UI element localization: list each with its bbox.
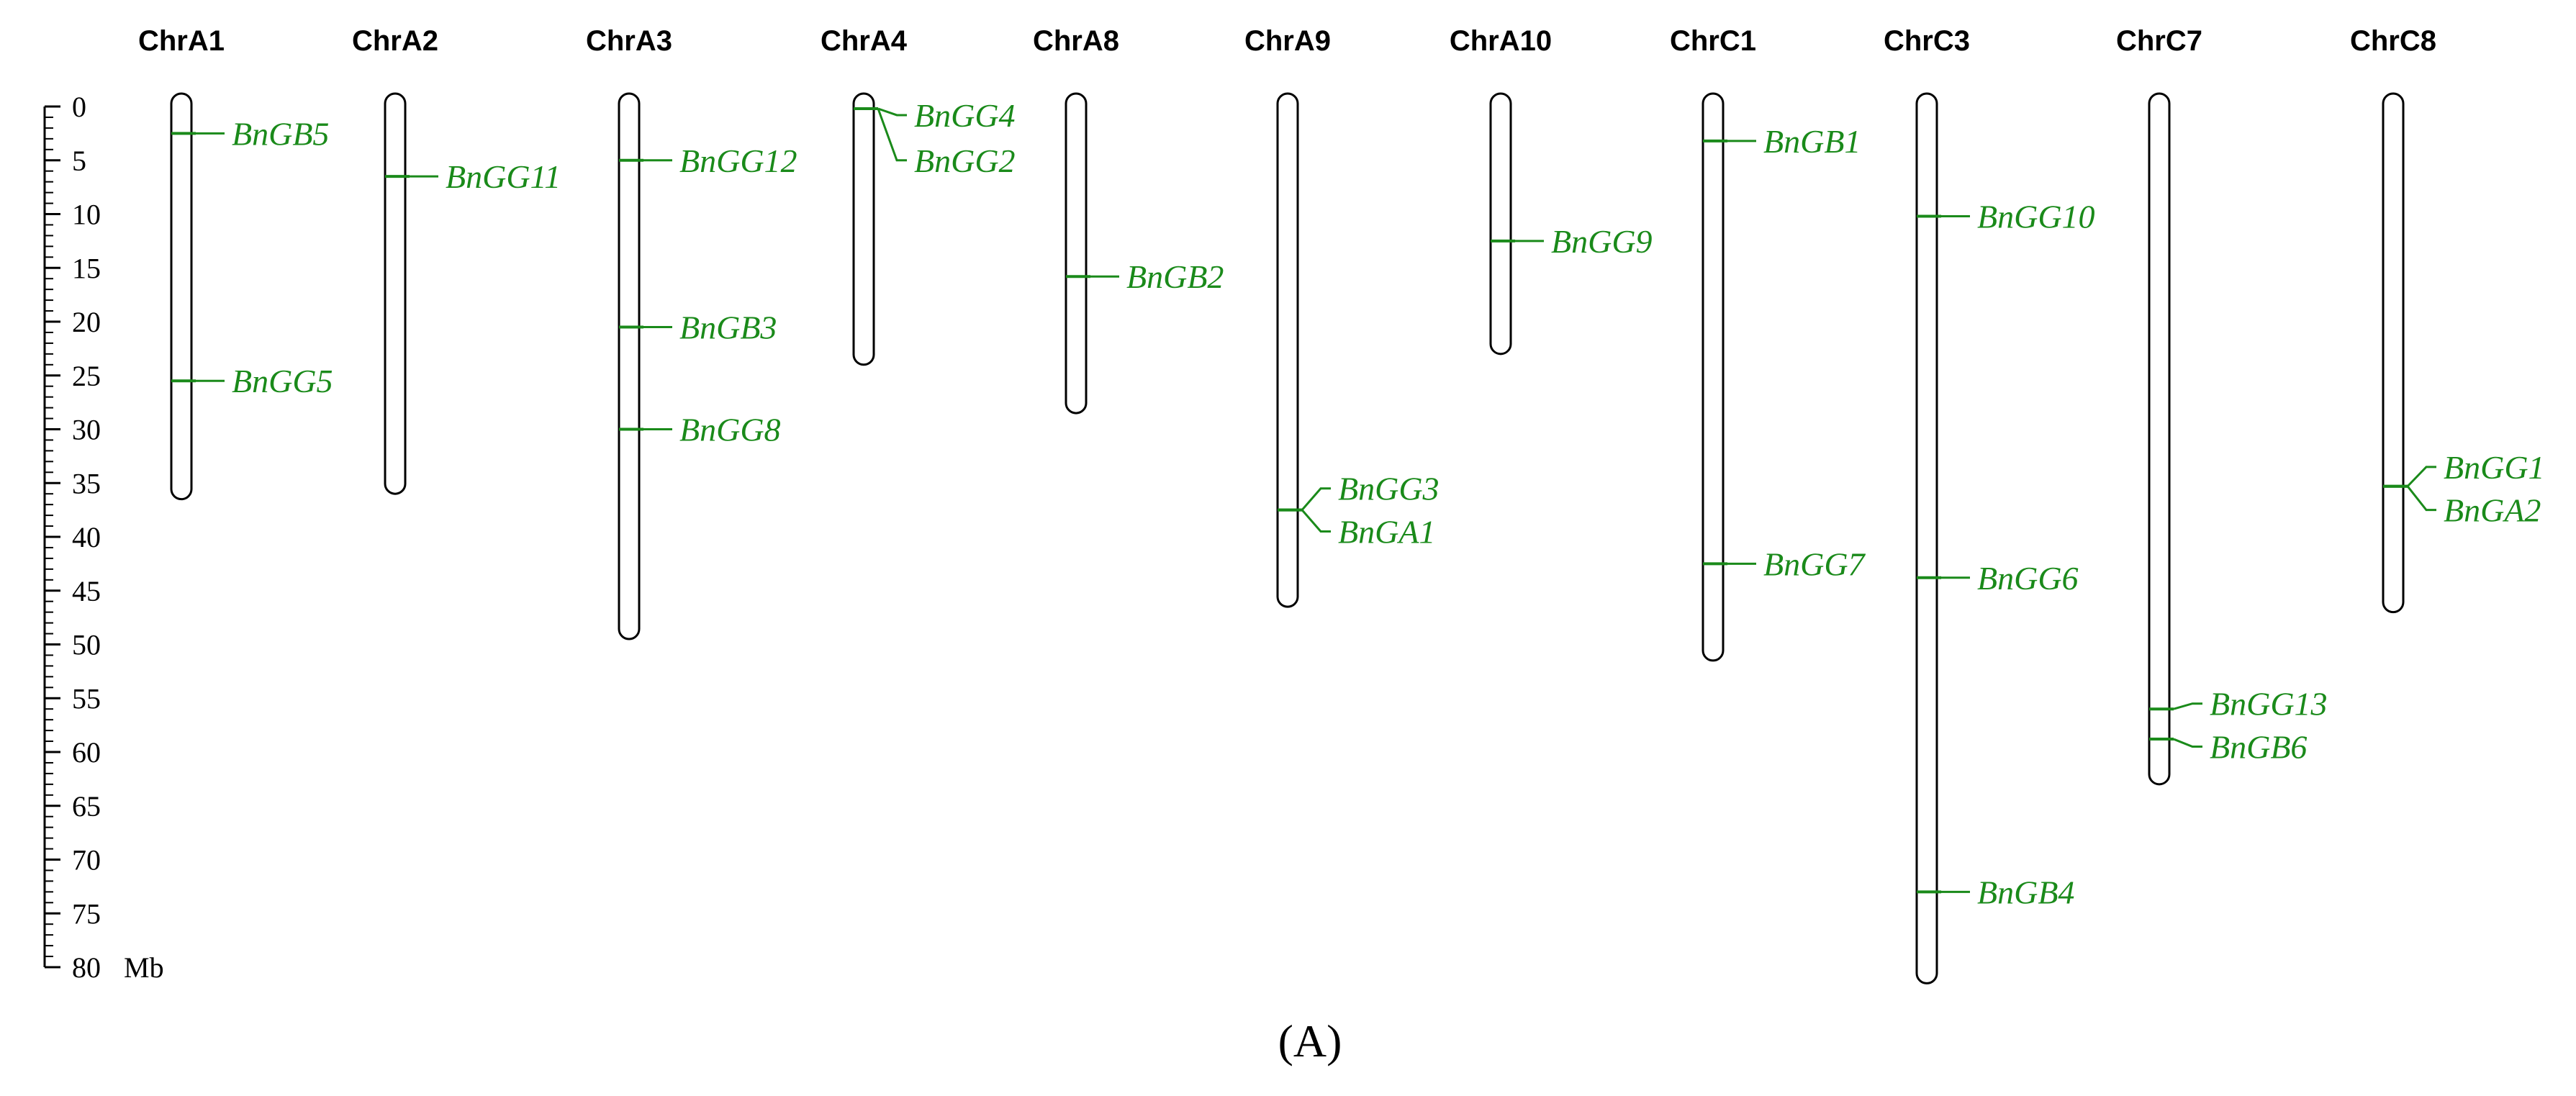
chromosome-body <box>2382 92 2405 614</box>
scale-tick-label: 40 <box>72 521 101 553</box>
chromosome-title: ChrC1 <box>1670 25 1756 57</box>
chromosome-title: ChrC8 <box>2350 25 2436 57</box>
gene-label: BnGB3 <box>679 309 777 345</box>
gene-label: BnGG7 <box>1763 545 1866 582</box>
chromosome-body <box>170 92 193 501</box>
gene-connector <box>2173 738 2202 748</box>
chromosome-body <box>384 92 407 495</box>
gene-label: BnGG13 <box>2210 686 2328 723</box>
chromosome-body <box>2148 92 2171 786</box>
figure-caption: (A) <box>1278 1015 1342 1066</box>
gene-label: BnGA2 <box>2444 492 2541 529</box>
gene-connector <box>2406 466 2436 487</box>
chromosome-body <box>1065 92 1088 415</box>
gene-label: BnGB4 <box>1977 874 2074 910</box>
chromosome-body <box>1276 92 1299 608</box>
scale-tick-label: 70 <box>72 844 101 877</box>
chromosome-title: ChrA10 <box>1450 25 1552 57</box>
chromosome-title: ChrC7 <box>2116 25 2202 57</box>
scale-bar: 0 5 10 15 20 25 30 35 40 45 50 55 60 65 70 75 80 Mb <box>43 91 164 984</box>
scale-tick-label: 0 <box>72 91 86 123</box>
scale-tick-label: 5 <box>72 145 86 177</box>
gene-label: BnGG3 <box>1338 471 1440 507</box>
chromosome-body <box>1489 92 1512 355</box>
chromosome-title: ChrA9 <box>1244 25 1331 57</box>
gene-label: BnGG6 <box>1977 560 2079 597</box>
gene-label: BnGB5 <box>232 115 329 152</box>
gene-label: BnGG9 <box>1551 223 1653 260</box>
scale-tick-label: 20 <box>72 306 101 338</box>
gene-connector <box>877 107 907 117</box>
gene-label: BnGB1 <box>1763 123 1861 160</box>
chromosome-body <box>1701 92 1725 662</box>
gene-label: BnGG2 <box>914 142 1016 179</box>
gene-connector <box>1301 509 1331 533</box>
scale-tick-label: 65 <box>72 790 101 823</box>
scale-tick-label: 80 <box>72 951 101 984</box>
gene-connector <box>1301 487 1331 511</box>
gene-connector <box>2173 702 2202 710</box>
scale-tick-label: 25 <box>72 360 101 392</box>
scale-tick-label: 35 <box>72 467 101 499</box>
chromosome-title: ChrA8 <box>1033 25 1119 57</box>
scale-unit-label: Mb <box>124 951 164 984</box>
scale-tick-label: 15 <box>72 252 101 284</box>
scale-tick-label: 60 <box>72 736 101 769</box>
gene-label: BnGA1 <box>1338 514 1435 551</box>
scale-tick-label: 45 <box>72 575 101 607</box>
gene-label: BnGG12 <box>679 142 797 179</box>
scale-tick-label: 55 <box>72 682 101 715</box>
gene-label: BnGG5 <box>232 363 333 399</box>
gene-connector <box>2406 485 2436 512</box>
chromosome-body <box>852 92 875 366</box>
gene-label: BnGG11 <box>446 158 561 195</box>
scale-tick-label: 30 <box>72 414 101 446</box>
chromosome-body <box>1915 92 1938 984</box>
gene-label: BnGG4 <box>914 97 1016 134</box>
chromosome-title: ChrA4 <box>821 25 908 57</box>
chromosome-body <box>618 92 641 640</box>
gene-label: BnGG8 <box>679 412 781 448</box>
gene-connector <box>877 108 907 162</box>
scale-tick-label: 75 <box>72 897 101 930</box>
gene-label: BnGB6 <box>2210 729 2307 766</box>
gene-label: BnGB2 <box>1126 258 1224 295</box>
chromosome-title: ChrA3 <box>586 25 672 57</box>
chromosome-set: ChrA1BnGB5BnGG5ChrA2BnGG11ChrA3BnGG12BnG… <box>138 25 2545 984</box>
chromosome-title: ChrA2 <box>352 25 438 57</box>
gene-label: BnGG10 <box>1977 198 2095 235</box>
chromosome-title: ChrA1 <box>138 25 225 57</box>
gene-label: BnGG1 <box>2444 449 2545 486</box>
scale-tick-label: 10 <box>72 199 101 231</box>
chromosome-title: ChrC3 <box>1884 25 1970 57</box>
scale-tick-label: 50 <box>72 629 101 661</box>
